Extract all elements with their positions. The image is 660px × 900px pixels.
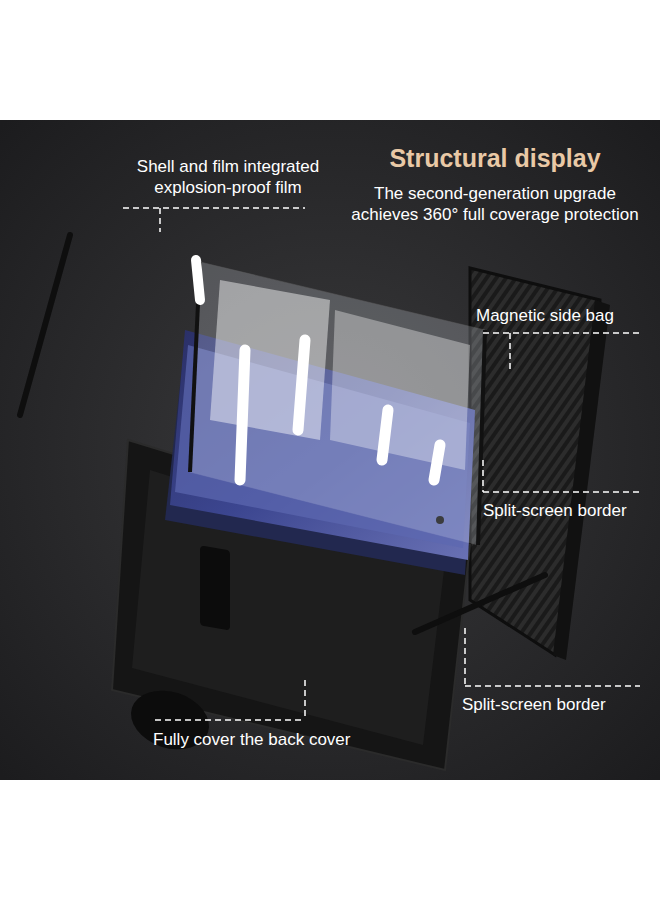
subheading: The second-generation upgrade achieves 3… bbox=[345, 183, 645, 226]
part-label: Split-screen border bbox=[483, 500, 627, 521]
part-label: Fully cover the back cover bbox=[153, 729, 350, 750]
heading: Structural display bbox=[350, 143, 640, 174]
part-label: Split-screen border bbox=[462, 694, 606, 715]
part-label: Shell and film integrated explosion-proo… bbox=[108, 156, 348, 199]
part-label: Magnetic side bag bbox=[476, 305, 614, 326]
